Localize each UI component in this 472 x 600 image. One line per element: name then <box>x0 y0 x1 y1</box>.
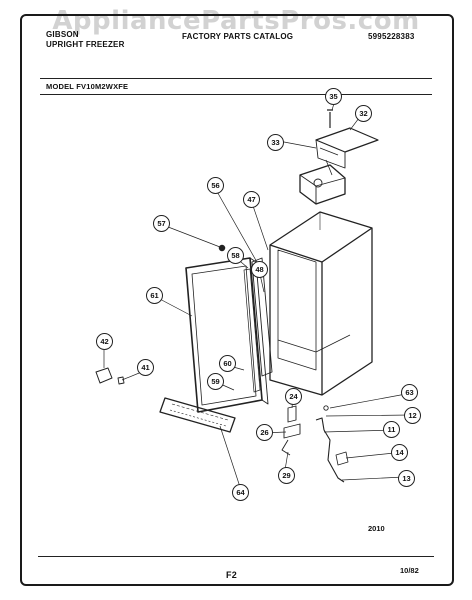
callout-29: 29 <box>278 467 295 484</box>
callout-64: 64 <box>232 484 249 501</box>
model-rule <box>40 94 432 95</box>
callout-60: 60 <box>219 355 236 372</box>
callout-14: 14 <box>391 444 408 461</box>
catalog-number: 5995228383 <box>368 32 415 41</box>
gasket <box>251 257 273 377</box>
light-switch <box>95 367 113 384</box>
callout-57: 57 <box>153 215 170 232</box>
callout-61: 61 <box>146 287 163 304</box>
footer-rule <box>38 556 434 557</box>
callout-56: 56 <box>207 177 224 194</box>
fan-bracket <box>315 127 379 153</box>
product-type: UPRIGHT FREEZER <box>46 40 125 49</box>
cabinet-opening <box>277 249 317 371</box>
model-label: MODEL FV10M2WXFE <box>46 82 128 91</box>
callout-13: 13 <box>398 470 415 487</box>
callout-24: 24 <box>285 388 302 405</box>
revision-date: 10/82 <box>400 566 419 575</box>
callout-35: 35 <box>325 88 342 105</box>
callout-41: 41 <box>137 359 154 376</box>
watermark: AppliancePartsPros.com <box>52 6 420 36</box>
door-inner-panel <box>191 265 257 406</box>
callout-42: 42 <box>96 333 113 350</box>
page-border <box>20 14 454 586</box>
callout-12: 12 <box>404 407 421 424</box>
evaporator-assembly <box>299 164 346 205</box>
callout-33: 33 <box>267 134 284 151</box>
callout-11: 11 <box>383 421 400 438</box>
callout-48: 48 <box>251 261 268 278</box>
model-label-text: MODEL <box>46 82 74 91</box>
header-rule <box>40 78 432 79</box>
callout-59: 59 <box>207 373 224 390</box>
page-number: F2 <box>226 570 237 580</box>
catalog-title: FACTORY PARTS CATALOG <box>182 32 294 41</box>
drain-tube <box>315 417 345 483</box>
door-edge <box>249 257 269 405</box>
callout-47: 47 <box>243 191 260 208</box>
model-number: FV10M2WXFE <box>76 82 129 91</box>
callout-26: 26 <box>256 424 273 441</box>
callout-58: 58 <box>227 247 244 264</box>
callout-32: 32 <box>355 105 372 122</box>
diagram-date-code: 2010 <box>368 524 385 533</box>
toe-grille <box>159 397 236 433</box>
brand-name: GIBSON <box>46 30 79 39</box>
callout-63: 63 <box>401 384 418 401</box>
